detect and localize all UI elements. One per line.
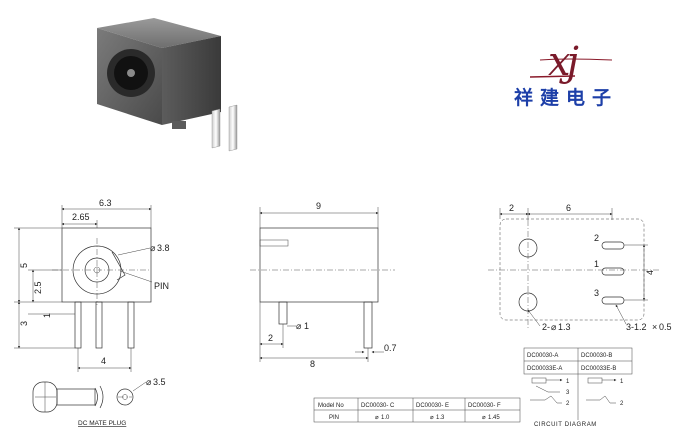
mate-plug: ⌀ 3.5 DC MATE PLUG xyxy=(32,377,166,427)
dia-symbol-icon: ⌀ xyxy=(150,243,156,253)
times-symbol-icon: × xyxy=(652,322,657,332)
fp-slot-note: 3-1.2 xyxy=(626,322,647,332)
front-pin-label: PIN xyxy=(154,281,169,291)
circuit-hdr-b: DC00030-B xyxy=(581,353,612,359)
circuit-r-n2: 2 xyxy=(620,401,624,407)
dim-side-pinw: 0.7 xyxy=(384,343,397,353)
front-view: 6.3 2.65 ⌀ 3.8 PIN 5 2.5 1 3 4 xyxy=(14,198,170,372)
brand-logo: xj 祥建电子 xyxy=(514,39,618,109)
circuit-hdr-d: DC00033E-B xyxy=(581,366,616,372)
dim-front-height: 5 xyxy=(19,263,29,268)
table-model-e: DC00030- E xyxy=(416,403,449,409)
dia-symbol-icon: ⌀ xyxy=(146,377,152,387)
table-pin-c: 1.0 xyxy=(381,415,390,421)
fp-pin1: 1 xyxy=(594,259,599,269)
model-table: Model No PIN DC00030- C DC00030- E DC000… xyxy=(313,397,521,423)
table-header-model: Model No xyxy=(318,403,344,409)
circuit-r-n1: 1 xyxy=(620,379,624,385)
product-photo xyxy=(97,18,238,152)
dim-fp-off: 2 xyxy=(509,203,514,213)
plug-dia: 3.5 xyxy=(153,377,166,387)
circuit-diagram: DC00030-A DC00030-B DC00033E-A DC00033E-… xyxy=(523,347,633,428)
circuit-l-n2: 2 xyxy=(566,401,570,407)
dia-symbol-icon: ⌀ xyxy=(482,415,486,421)
circuit-l-n3: 3 xyxy=(566,390,570,396)
dim-side-pindia: 1 xyxy=(304,321,309,331)
dia-symbol-icon: ⌀ xyxy=(551,322,557,332)
logo-brand-name: 祥建电子 xyxy=(514,86,618,109)
dim-front-center: 2.5 xyxy=(33,281,43,294)
dim-side-length: 9 xyxy=(316,201,321,211)
fp-pin2: 2 xyxy=(594,233,599,243)
fp-pin3: 3 xyxy=(594,288,599,298)
dim-fp-padh: 4 xyxy=(645,270,655,275)
dim-front-offset: 2.65 xyxy=(72,212,90,222)
table-pin-e: 1.3 xyxy=(436,415,445,421)
dim-fp-span: 6 xyxy=(566,203,571,213)
circuit-hdr-c: DC00033E-A xyxy=(527,366,562,372)
circuit-l-n1: 1 xyxy=(566,379,570,385)
table-pin-f: 1.45 xyxy=(488,415,500,421)
dim-front-span: 4 xyxy=(101,356,106,366)
side-view: 9 ⌀ 1 2 8 0.7 xyxy=(250,201,397,369)
fp-slot-w: 0.5 xyxy=(659,322,672,332)
circuit-hdr-a: DC00030-A xyxy=(527,353,558,359)
plug-caption: DC MATE PLUG xyxy=(78,420,126,427)
pcb-footprint: 2 6 2 1 3 4 2- ⌀ 1.3 3-1.2 × 0.5 xyxy=(488,203,672,332)
fp-hole-dia: 1.3 xyxy=(558,322,571,332)
table-model-c: DC00030- C xyxy=(361,403,395,409)
dim-front-width: 6.3 xyxy=(99,198,112,208)
dim-side-pinpos: 2 xyxy=(268,333,273,343)
dim-front-pinlen: 3 xyxy=(19,321,29,326)
dia-symbol-icon: ⌀ xyxy=(296,321,302,331)
dim-front-hole: 3.8 xyxy=(157,243,170,253)
dim-side-span: 8 xyxy=(310,359,315,369)
table-model-f: DC00030- F xyxy=(468,403,501,409)
dia-symbol-icon: ⌀ xyxy=(375,415,379,421)
table-header-pin: PIN xyxy=(329,415,339,421)
logo-monogram: xj xyxy=(548,39,579,85)
dim-front-pinoff: 1 xyxy=(42,313,52,318)
circuit-caption: CIRCUIT DIAGRAM xyxy=(534,422,597,428)
fp-hole-note: 2- xyxy=(542,322,550,332)
dia-symbol-icon: ⌀ xyxy=(430,415,434,421)
